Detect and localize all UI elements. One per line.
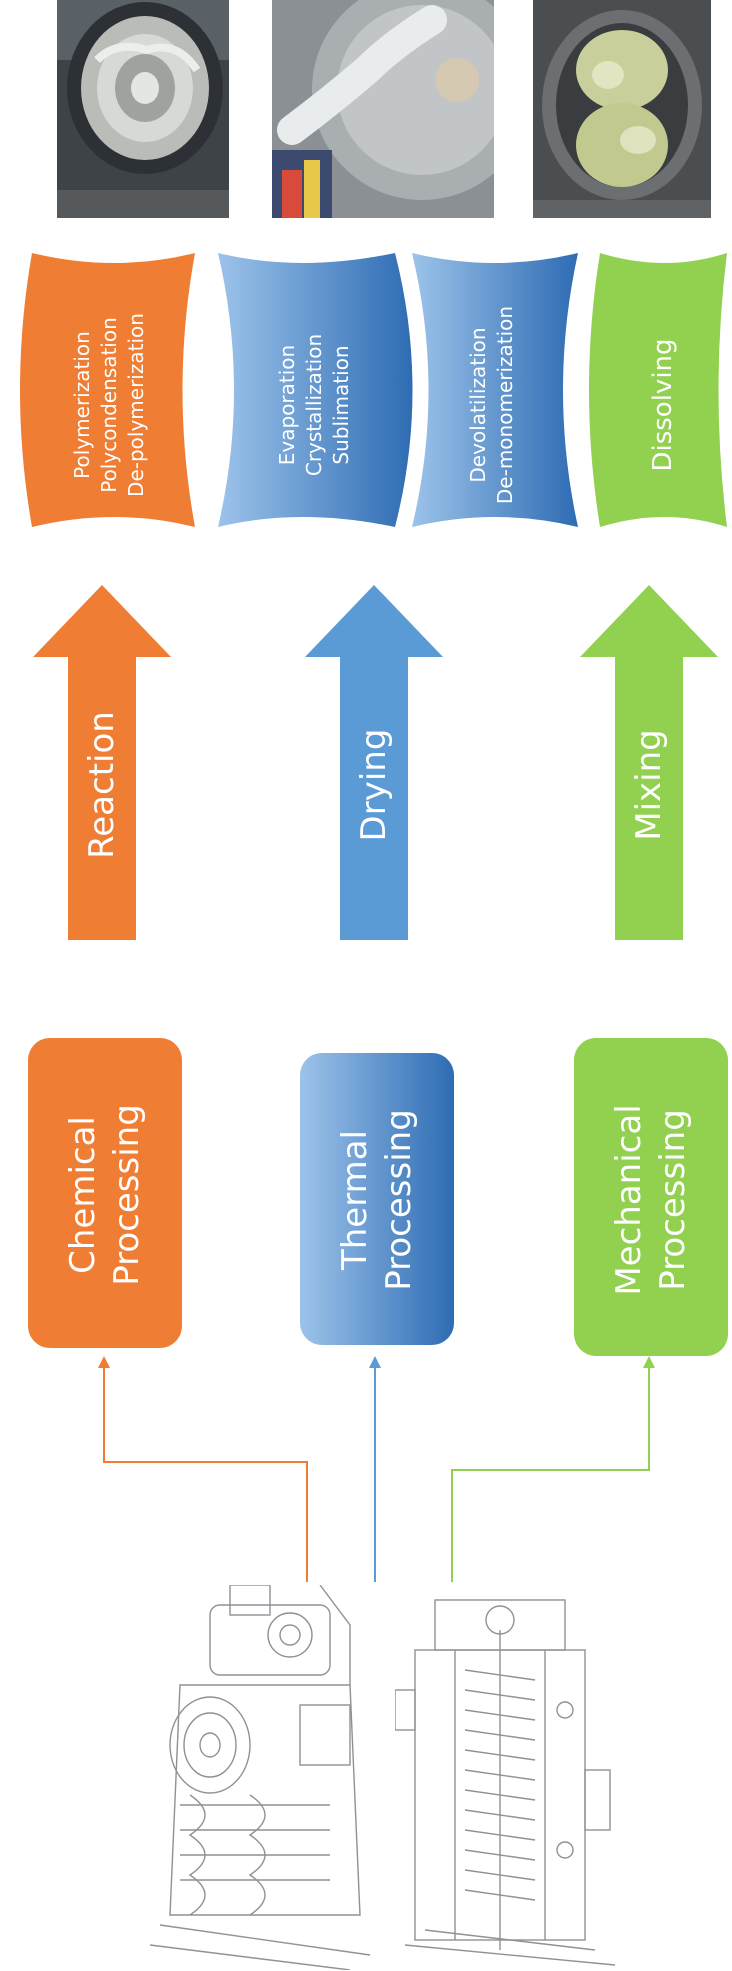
operation-banners bbox=[20, 253, 727, 527]
mechanical-processing-box bbox=[574, 1038, 728, 1356]
mixing-label: Mixing bbox=[629, 729, 669, 841]
reaction-label: Reaction bbox=[82, 711, 122, 859]
drying-label: Drying bbox=[354, 728, 394, 842]
chemical-processing-box bbox=[28, 1038, 182, 1348]
mixer-chamber-photo bbox=[533, 0, 711, 218]
processing-boxes bbox=[28, 1038, 728, 1356]
chemical-connector bbox=[103, 1358, 308, 1582]
thermal-processing-label: Thermal Processing bbox=[335, 1109, 419, 1291]
thermal-processing-box bbox=[300, 1053, 454, 1345]
mechanical-operations-banner bbox=[589, 253, 727, 527]
kneader-reactor-sketch bbox=[150, 1585, 371, 1970]
arrows bbox=[33, 585, 718, 940]
reactor-disc-photo bbox=[57, 0, 229, 218]
chemical-operations-text: Polymerization Polycondensation De-polym… bbox=[69, 313, 148, 497]
chemical-operations-banner bbox=[20, 253, 195, 527]
connector-lines bbox=[98, 1356, 655, 1582]
thermal-operations-banner-1 bbox=[218, 253, 413, 527]
thermal-operations-text-2: Devolatilization De-monomerization bbox=[466, 305, 517, 505]
extruded-strand-photo bbox=[272, 0, 494, 218]
twin-shaft-processor-sketch bbox=[395, 1599, 616, 1966]
chemical-processing-label: Chemical Processing bbox=[63, 1104, 147, 1286]
thermal-operations-text-1: Evaporation Crystallization Sublimation bbox=[274, 333, 353, 477]
thermal-operations-banner-2 bbox=[412, 253, 578, 527]
mixing-arrow bbox=[580, 585, 718, 940]
mechanical-processing-label: Mechanical Processing bbox=[609, 1104, 693, 1296]
mechanical-operations-text: Dissolving bbox=[647, 338, 678, 472]
mechanical-connector bbox=[451, 1358, 650, 1582]
drying-arrow bbox=[305, 585, 443, 940]
reaction-arrow bbox=[33, 585, 171, 940]
